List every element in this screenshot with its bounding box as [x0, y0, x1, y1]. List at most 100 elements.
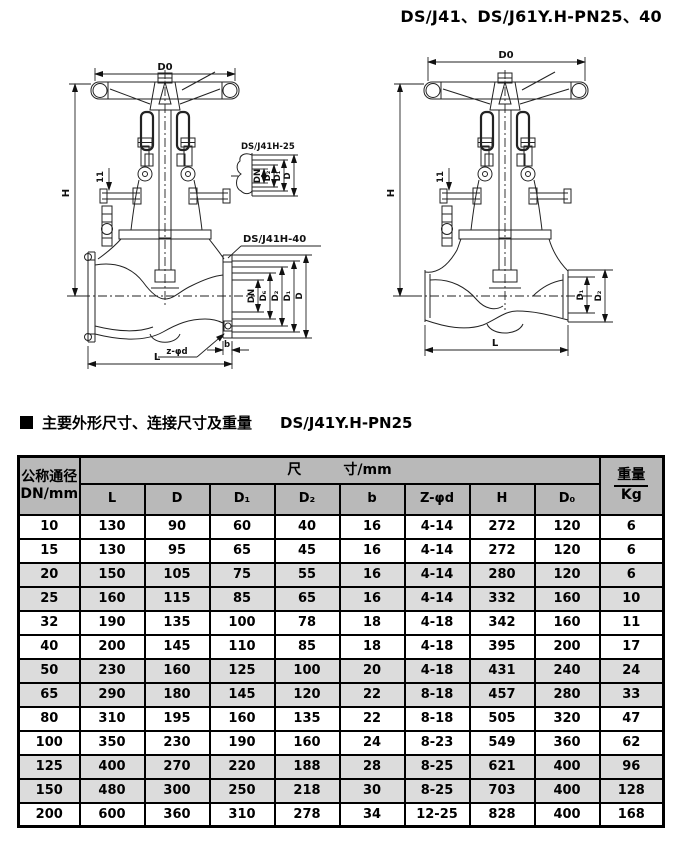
table-cell: 17 — [598, 633, 665, 660]
table-cell: 100 — [17, 729, 81, 756]
table-cell: 200 — [78, 633, 146, 660]
table-cell: 78 — [273, 609, 341, 636]
table-cell: 310 — [78, 705, 146, 732]
table-cell: 150 — [78, 561, 146, 588]
table-cell: 621 — [468, 753, 536, 780]
table-cell: 16 — [338, 585, 406, 612]
table-cell: 120 — [533, 561, 601, 588]
table-cell: 45 — [273, 537, 341, 564]
table-cell: 12-25 — [403, 801, 471, 828]
section-heading-text: 主要外形尺寸、连接尺寸及重量 — [42, 414, 253, 432]
table-cell: 125 — [17, 753, 81, 780]
table-cell: 600 — [78, 801, 146, 828]
dim-11-label: 11 — [436, 171, 446, 183]
table-cell: 4-14 — [403, 561, 471, 588]
table-cell: 4-14 — [403, 537, 471, 564]
table-cell: 30 — [338, 777, 406, 804]
table-cell: 4-18 — [403, 633, 471, 660]
table-cell: 85 — [273, 633, 341, 660]
table-cell: 20 — [17, 561, 81, 588]
col-header-d0: D₀ — [533, 482, 601, 516]
col-header-l: L — [78, 482, 146, 516]
table-cell: 130 — [78, 513, 146, 540]
table-cell: 22 — [338, 705, 406, 732]
table-cell: 342 — [468, 609, 536, 636]
col-header-weight: 重量 Kg — [598, 455, 665, 516]
table-cell: 270 — [143, 753, 211, 780]
col-header-dn-line1: 公称通径 — [21, 468, 78, 485]
table-cell: 160 — [143, 657, 211, 684]
table-cell: 28 — [338, 753, 406, 780]
d0-label: D0 — [157, 62, 172, 73]
z-phi-d-label: z-φd — [166, 347, 187, 357]
flanged-valve-drawing: D0 H 11 L b z-φd DS/J41H-40 — [55, 48, 367, 378]
table-cell: 145 — [208, 681, 276, 708]
col-header-b: b — [338, 482, 406, 516]
inset-dim-d2: D₂ — [263, 170, 273, 181]
table-cell: 16 — [338, 561, 406, 588]
col-header-dn-line2: DN/mm — [20, 485, 79, 502]
table-cell: 272 — [468, 513, 536, 540]
table-cell: 24 — [598, 657, 665, 684]
table-cell: 16 — [338, 513, 406, 540]
col-header-d2: D₂ — [273, 482, 341, 516]
table-cell: 320 — [533, 705, 601, 732]
table-cell: 195 — [143, 705, 211, 732]
dimension-l: L — [87, 342, 233, 369]
col-header-weight-line1: 重量 — [614, 467, 649, 488]
dimension-d1-d2: D₁ D₂ — [568, 269, 613, 323]
table-cell: 160 — [533, 609, 601, 636]
flange-dimensions: DN D₆ D₂ D₁ D — [232, 254, 312, 339]
table-cell: 549 — [468, 729, 536, 756]
table-cell: 90 — [143, 513, 211, 540]
table-cell: 32 — [17, 609, 81, 636]
table-cell: 457 — [468, 681, 536, 708]
table-cell: 160 — [208, 705, 276, 732]
table-cell: 125 — [208, 657, 276, 684]
table-cell: 60 — [208, 513, 276, 540]
table-cell: 135 — [273, 705, 341, 732]
stem-assembly — [99, 70, 231, 306]
table-cell: 65 — [17, 681, 81, 708]
table-cell: 95 — [143, 537, 211, 564]
table-cell: 400 — [533, 753, 601, 780]
dimension-d0: D0 — [427, 50, 586, 81]
stem-assembly — [439, 70, 572, 310]
table-cell: 431 — [468, 657, 536, 684]
flange-dim-d: D — [295, 292, 305, 299]
table-cell: 24 — [338, 729, 406, 756]
table-cell: 40 — [17, 633, 81, 660]
table-cell: 190 — [78, 609, 146, 636]
inset-dim-d1: D₁ — [273, 170, 283, 181]
col-group-header-dimensions: 尺 寸/mm — [78, 455, 601, 485]
col-header-h: H — [468, 482, 536, 516]
dim-11-label: 11 — [96, 171, 106, 183]
col-header-d: D — [143, 482, 211, 516]
table-cell: 4-14 — [403, 585, 471, 612]
table-cell: 280 — [533, 681, 601, 708]
h-label: H — [386, 189, 397, 197]
inset-dim-d: D — [283, 172, 293, 179]
table-cell: 100 — [273, 657, 341, 684]
valve-body — [413, 238, 601, 334]
table-cell: 120 — [533, 513, 601, 540]
table-cell: 50 — [17, 657, 81, 684]
section-heading: 主要外形尺寸、连接尺寸及重量 DS/J41Y.H-PN25 — [20, 412, 412, 433]
table-cell: 120 — [273, 681, 341, 708]
table-cell: 505 — [468, 705, 536, 732]
dimension-11: 11 — [436, 168, 452, 191]
table-cell: 15 — [17, 537, 81, 564]
table-cell: 188 — [273, 753, 341, 780]
table-cell: 8-23 — [403, 729, 471, 756]
table-cell: 75 — [208, 561, 276, 588]
valve-body — [81, 238, 255, 343]
table-cell: 96 — [598, 753, 665, 780]
